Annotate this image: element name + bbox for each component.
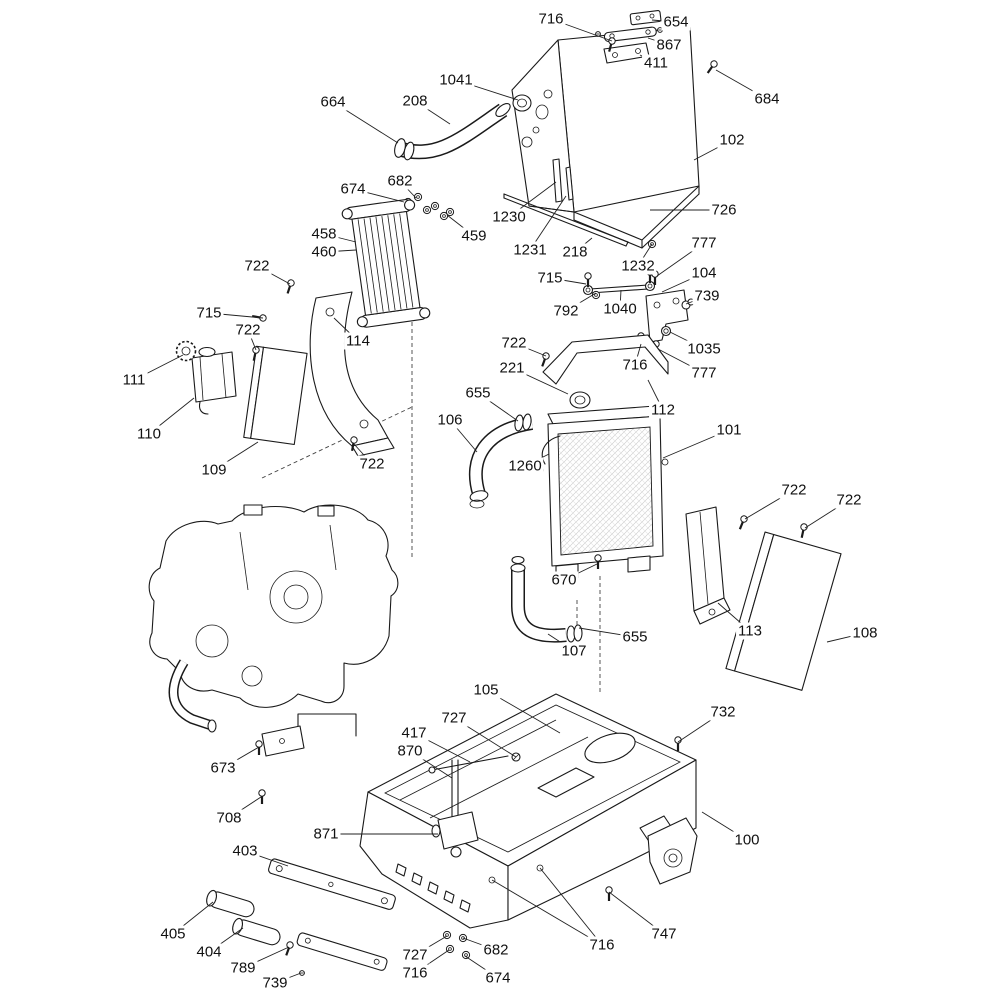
part-label-101: 101: [714, 421, 744, 439]
part-engine-silhouette: [148, 504, 399, 806]
part-hose-107: [510, 555, 583, 643]
part-label-747: 747: [649, 925, 679, 943]
part-label-715: 715: [535, 269, 565, 287]
part-label-682: 682: [385, 172, 415, 190]
part-rails-403-789: [206, 858, 396, 976]
part-hose-208: [394, 102, 511, 161]
construction-lines: [261, 322, 601, 692]
part-label-726: 726: [709, 201, 739, 219]
part-label-722: 722: [499, 334, 529, 352]
part-label-1231: 1231: [511, 241, 549, 259]
part-label-708: 708: [214, 809, 244, 827]
part-label-716: 716: [400, 964, 430, 982]
part-strap-112: [538, 334, 669, 385]
part-label-404: 404: [194, 943, 224, 961]
part-label-716: 716: [587, 936, 617, 954]
part-label-111: 111: [120, 371, 148, 389]
part-label-417: 417: [399, 724, 429, 742]
part-label-722: 722: [834, 491, 864, 509]
part-label-411: 411: [642, 54, 670, 72]
part-label-674: 674: [338, 180, 368, 198]
part-label-113: 113: [736, 622, 764, 640]
part-washers-bottom: [442, 930, 471, 960]
part-label-722: 722: [357, 455, 387, 473]
part-label-100: 100: [732, 831, 762, 849]
part-oil-cooler-458-460: [341, 199, 431, 328]
part-label-104: 104: [689, 264, 719, 282]
part-label-458: 458: [309, 225, 339, 243]
part-label-1040: 1040: [601, 300, 639, 318]
part-label-789: 789: [228, 959, 258, 977]
part-label-722: 722: [233, 321, 263, 339]
part-label-654: 654: [661, 13, 691, 31]
part-label-112: 112: [649, 401, 677, 419]
part-label-682: 682: [481, 941, 511, 959]
part-label-716: 716: [536, 10, 566, 28]
part-label-221: 221: [497, 359, 527, 377]
part-label-110: 110: [135, 425, 163, 443]
part-label-460: 460: [309, 243, 339, 261]
part-label-109: 109: [199, 461, 229, 479]
part-label-673: 673: [208, 759, 238, 777]
part-label-459: 459: [459, 227, 489, 245]
part-label-722: 722: [779, 481, 809, 499]
part-label-405: 405: [158, 925, 188, 943]
part-label-870: 870: [395, 742, 425, 760]
part-label-739: 739: [260, 974, 290, 992]
part-label-732: 732: [708, 703, 738, 721]
part-label-107: 107: [559, 642, 589, 660]
part-label-727: 727: [400, 946, 430, 964]
part-label-1260: 1260: [506, 457, 544, 475]
part-label-722: 722: [242, 257, 272, 275]
part-frame-100: [359, 693, 698, 929]
part-label-871: 871: [311, 825, 341, 843]
part-label-1232: 1232: [619, 257, 657, 275]
part-label-715: 715: [194, 304, 224, 322]
part-label-655: 655: [620, 628, 650, 646]
part-label-1230: 1230: [490, 208, 528, 226]
part-label-777: 777: [689, 234, 719, 252]
part-channel-113: [685, 506, 750, 625]
part-label-114: 114: [344, 332, 372, 350]
part-label-106: 106: [435, 411, 465, 429]
part-label-727: 727: [439, 709, 469, 727]
part-bracket-654-867-411: [603, 10, 720, 76]
part-label-777: 777: [689, 364, 719, 382]
part-label-108: 108: [850, 624, 880, 642]
part-label-102: 102: [717, 131, 747, 149]
part-plate-109: [243, 345, 308, 446]
part-label-670: 670: [549, 571, 579, 589]
part-label-403: 403: [230, 842, 260, 860]
part-label-105: 105: [471, 681, 501, 699]
part-label-716: 716: [620, 356, 650, 374]
part-duct-108: [725, 522, 842, 691]
part-label-208: 208: [400, 92, 430, 110]
part-label-1041: 1041: [437, 71, 475, 89]
part-label-674: 674: [483, 969, 513, 987]
part-shroud-102: [511, 26, 700, 249]
part-hose-106: [468, 413, 534, 509]
part-link-1040: [582, 267, 656, 300]
part-label-664: 664: [318, 93, 348, 111]
part-label-655: 655: [463, 384, 493, 402]
part-label-1035: 1035: [685, 340, 723, 358]
part-label-684: 684: [752, 90, 782, 108]
part-label-739: 739: [692, 287, 722, 305]
part-radiator-101: [536, 391, 669, 581]
part-label-792: 792: [551, 302, 581, 320]
part-label-218: 218: [560, 243, 590, 261]
part-label-867: 867: [654, 36, 684, 54]
